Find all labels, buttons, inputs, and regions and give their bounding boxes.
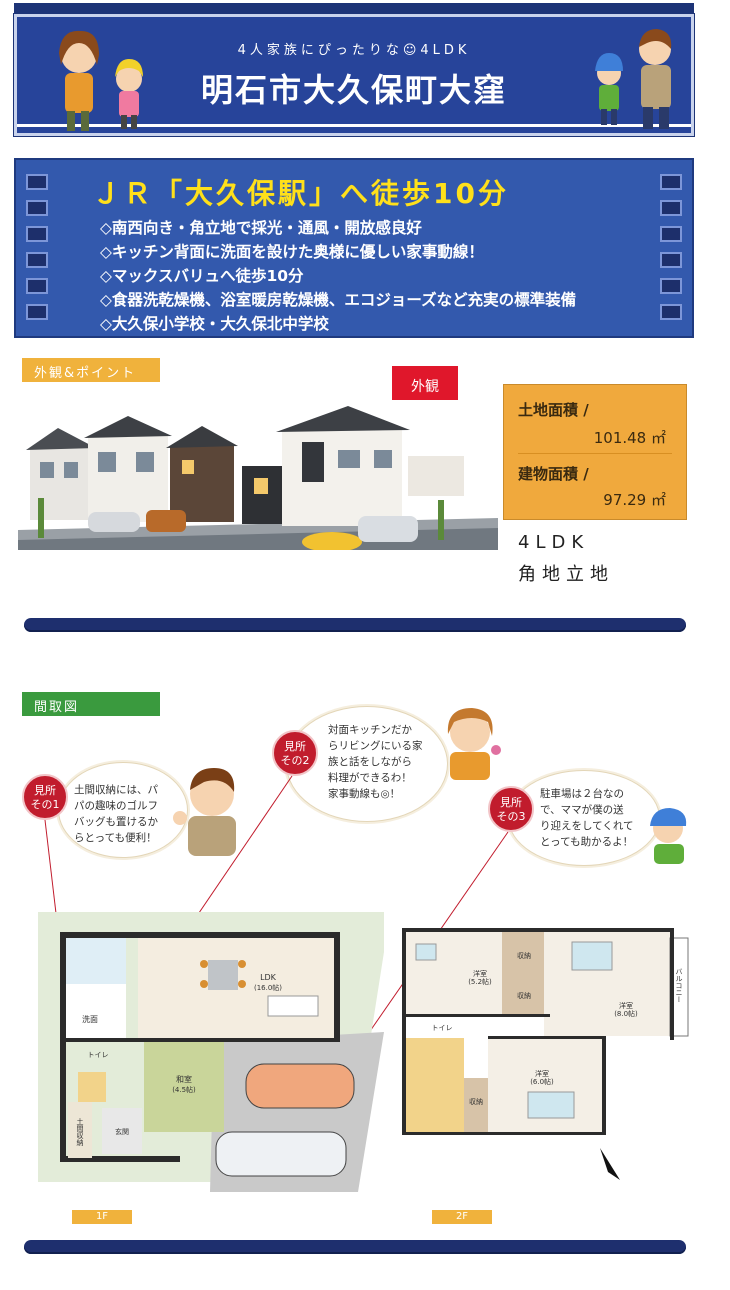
svg-text:(5.2帖): (5.2帖) (468, 977, 492, 986)
family-illustration-left (59, 30, 143, 131)
point2-line: 料理ができるわ！ (328, 772, 412, 784)
svg-text:洋室: 洋室 (619, 1001, 633, 1010)
area-info-box: 土地面積 / 101.48 ㎡ 建物面積 / 97.29 ㎡ (503, 384, 687, 520)
corner-note: 角地立地 (518, 564, 614, 585)
decor-squares-right (660, 174, 682, 330)
svg-text:玄関: 玄関 (115, 1127, 129, 1136)
point1-line: パの趣味のゴルフ (74, 800, 158, 812)
feature-item: ◇大久保小学校・大久保北中学校 (100, 315, 329, 333)
feature-list: ◇南西向き・角立地で採光・通風・開放感良好 ◇キッチン背面に洗面を設けた奥様に優… (100, 216, 576, 336)
floorplan-2f: 洋室 (5.2帖) 収納 収納 洋室 (8.0帖) トイレ 収納 洋室 (6.0… (402, 928, 692, 1138)
svg-text:収納: 収納 (517, 991, 531, 1000)
feature-box: ＪＲ「大久保駅」へ徒歩10分 ◇南西向き・角立地で採光・通風・開放感良好 ◇キッ… (14, 158, 694, 338)
point1-badge: 見所その1 (22, 774, 68, 820)
footer-divider-bar (24, 1240, 686, 1254)
land-area-label: 土地面積 / (518, 401, 589, 419)
floor-2f-label: 2F (432, 1210, 492, 1224)
mother-illustration (447, 708, 501, 780)
exterior-rendering (18, 400, 498, 550)
exterior-section-tag: 外観&ポイント (22, 358, 160, 382)
point3-badge: 見所その3 (488, 786, 534, 832)
point3-line: で、ママが僕の送 (540, 804, 624, 816)
compass-north-icon (600, 1148, 620, 1180)
point3-bubble (508, 770, 660, 866)
family-illustration-right (595, 29, 672, 129)
svg-text:和室: 和室 (176, 1074, 192, 1084)
banner-title: 明石市大久保町大窪 (200, 71, 507, 109)
header-banner: 4人家族にぴったりな☺4LDK 明石市大久保町大窪 (14, 3, 694, 136)
svg-text:トイレ: トイレ (88, 1051, 109, 1059)
decor-squares-left (26, 174, 48, 330)
room-ldk: LDK (260, 973, 277, 982)
feature-item: ◇キッチン背面に洗面を設けた奥様に優しい家事動線！ (100, 243, 484, 261)
svg-text:(6.0帖): (6.0帖) (530, 1077, 554, 1086)
svg-text:(8.0帖): (8.0帖) (614, 1009, 638, 1018)
father-illustration (173, 768, 236, 856)
point1-line: 土間収納には、パ (74, 784, 158, 796)
building-area-value: 97.29 ㎡ (603, 491, 666, 509)
point1-text: 土間収納には、パ パの趣味のゴルフ バッグも置けるか らとっても便利！ (74, 782, 158, 846)
feature-item: ◇マックスバリュへ徒歩10分 (100, 267, 304, 285)
point1-line: らとっても便利！ (74, 832, 157, 844)
exterior-callout: 外観 (392, 366, 458, 408)
land-area-value: 101.48 ㎡ (593, 429, 666, 447)
svg-text:土間収納: 土間収納 (76, 1117, 84, 1147)
svg-text:洋室: 洋室 (535, 1069, 549, 1078)
svg-text:洋室: 洋室 (473, 969, 487, 978)
banner-underline (17, 124, 691, 127)
svg-text:洗面: 洗面 (82, 1014, 98, 1024)
boy-illustration (650, 808, 687, 864)
svg-text:収納: 収納 (469, 1097, 483, 1106)
section-divider-bar (24, 618, 686, 632)
floorplan-1f: LDK (16.0帖) 洗面 トイレ 和室 (4.5帖) 玄関 土間収納 (38, 912, 384, 1192)
point3-line: り迎えをしてくれて (540, 820, 634, 832)
point2-line: 族と話をしながら (328, 756, 412, 768)
banner-top-strip (14, 3, 694, 13)
point2-line: 家事動線も◎！ (328, 788, 401, 800)
svg-text:バルコニー: バルコニー (675, 968, 683, 1003)
floorplan-section-tag: 間取図 (22, 692, 160, 716)
feature-item: ◇食器洗乾燥機、浴室暖房乾燥機、エコジョーズなど充実の標準装備 (100, 291, 577, 309)
point3-line: 駐車場は２台なの (540, 788, 624, 800)
point3-text: 駐車場は２台なの で、ママが僕の送 り迎えをしてくれて とっても助かるよ！ (540, 786, 634, 850)
svg-text:収納: 収納 (517, 951, 531, 960)
building-area-label: 建物面積 / (518, 465, 589, 483)
svg-text:(4.5帖): (4.5帖) (172, 1085, 196, 1094)
point2-badge: 見所その2 (272, 730, 318, 776)
svg-text:トイレ: トイレ (432, 1024, 453, 1032)
point1-line: バッグも置けるか (74, 816, 158, 828)
point2-line: 対面キッチンだか (328, 724, 412, 736)
point2-text: 対面キッチンだか らリビングにいる家 族と話をしながら 料理ができるわ！ 家事動… (328, 722, 423, 802)
svg-text:(16.0帖): (16.0帖) (254, 983, 282, 992)
banner-subtitle: 4人家族にぴったりな☺4LDK (237, 43, 471, 58)
station-headline: ＪＲ「大久保駅」へ徒歩10分 (92, 177, 509, 210)
point2-line: らリビングにいる家 (328, 740, 423, 752)
area-divider (518, 453, 672, 454)
layout-note: 4LDK (518, 532, 590, 553)
floor-1f-label: 1F (72, 1210, 132, 1224)
point3-line: とっても助かるよ！ (540, 836, 634, 848)
feature-item: ◇南西向き・角立地で採光・通風・開放感良好 (100, 219, 422, 237)
